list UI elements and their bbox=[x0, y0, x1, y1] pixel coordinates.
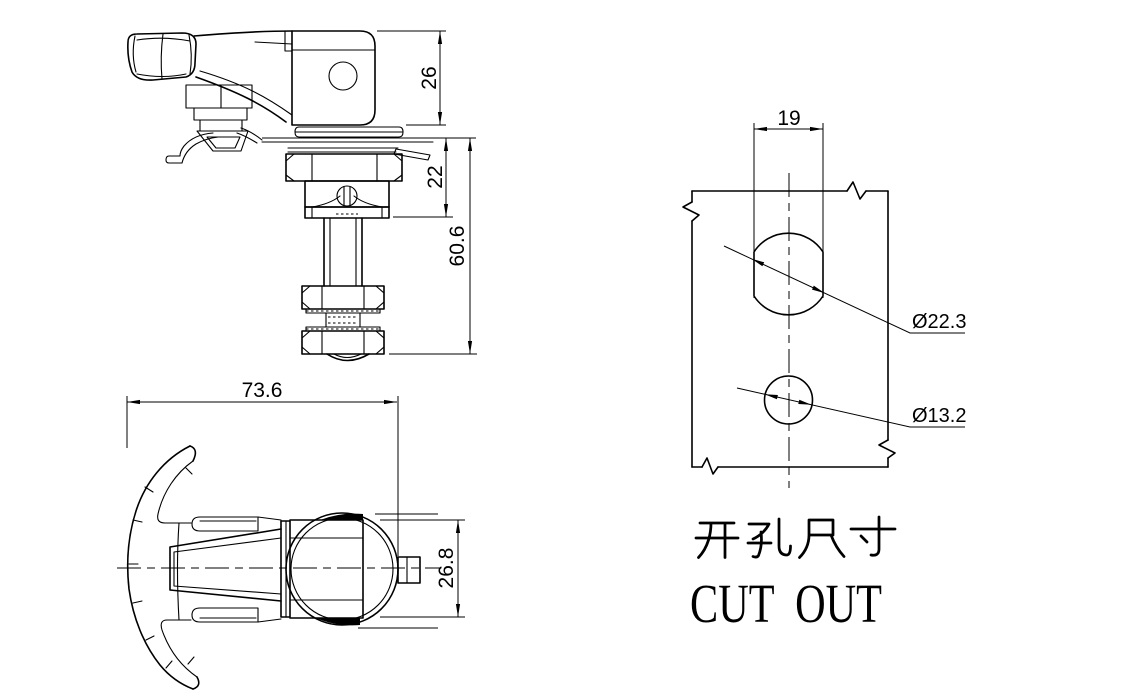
grip-knob bbox=[127, 32, 197, 81]
break-mark-right bbox=[878, 439, 896, 459]
front-view-dimensions: 73.6 26.8 bbox=[126, 379, 465, 618]
dim-label-22: 22 bbox=[424, 165, 447, 188]
cjk-char-kai bbox=[694, 521, 740, 559]
side-view-dimensions: 26 22 60.6 bbox=[377, 30, 477, 355]
spring-clip bbox=[165, 127, 263, 164]
front-view: 73.6 26.8 bbox=[117, 379, 465, 690]
cutout-dimensions: 19 Ø22.3 Ø13.2 bbox=[723, 107, 966, 428]
latch-wings bbox=[191, 516, 282, 623]
cjk-char-chi bbox=[798, 518, 846, 559]
hex-nut-lower bbox=[301, 330, 385, 362]
cutout-title-en: CUT OUT bbox=[690, 573, 882, 634]
gasket-edge-top bbox=[320, 513, 363, 520]
small-hole bbox=[763, 375, 814, 425]
round-cap bbox=[285, 512, 438, 629]
break-mark-bottom bbox=[701, 457, 719, 475]
handle-neck bbox=[185, 84, 253, 132]
latch-body bbox=[304, 180, 390, 219]
shaft-stub bbox=[397, 556, 421, 584]
grip-surface-ticks bbox=[128, 467, 195, 669]
t-handle-grip bbox=[126, 445, 200, 690]
latch-housing bbox=[284, 30, 376, 126]
side-view: 26 22 60.6 bbox=[127, 30, 477, 362]
adjust-screw bbox=[336, 185, 358, 207]
dim-label-26: 26 bbox=[418, 66, 441, 89]
lock-washer-tab bbox=[393, 148, 431, 161]
cam-pawl bbox=[196, 130, 249, 152]
dome-cap bbox=[326, 353, 370, 362]
mounting-pad bbox=[261, 126, 476, 161]
handle-cone bbox=[169, 528, 282, 602]
dim-label-60-6: 60.6 bbox=[446, 226, 469, 267]
cutout-title-cn bbox=[694, 515, 897, 559]
cjk-char-kong bbox=[746, 517, 792, 559]
dim-label-small-hole: Ø13.2 bbox=[912, 405, 966, 427]
dim-label-26-8: 26.8 bbox=[435, 548, 458, 589]
hex-nut-upper bbox=[301, 285, 385, 310]
spring-washers bbox=[305, 308, 381, 332]
break-mark-left bbox=[682, 201, 700, 222]
dim-label-73-6: 73.6 bbox=[242, 379, 283, 402]
threaded-shaft bbox=[323, 217, 363, 287]
gasket-edge-bottom bbox=[316, 618, 360, 626]
break-mark-top bbox=[846, 181, 867, 200]
housing-hole bbox=[328, 61, 358, 91]
panel-outline bbox=[682, 181, 896, 475]
cjk-char-cun bbox=[849, 515, 897, 557]
cutout-view: 19 Ø22.3 Ø13.2 CUT OUT bbox=[682, 107, 966, 634]
dim-label-19: 19 bbox=[777, 107, 800, 130]
mounting-nut bbox=[285, 153, 403, 182]
dim-label-large-hole: Ø22.3 bbox=[912, 311, 966, 333]
handle-arm bbox=[193, 30, 293, 123]
